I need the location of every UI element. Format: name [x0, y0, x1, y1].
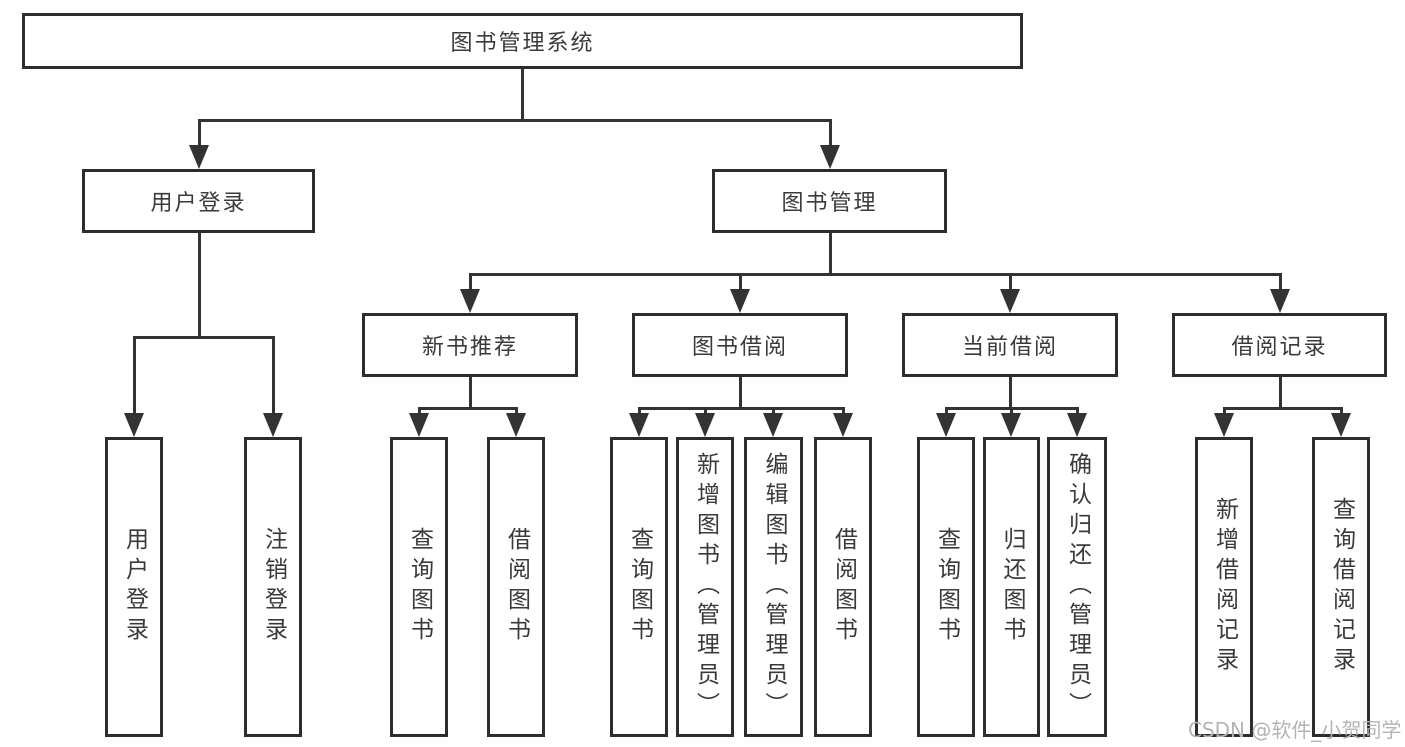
- connector-vertical-line: [1008, 377, 1012, 410]
- connector-arrow-stem: [1339, 407, 1343, 417]
- connector-vertical-line: [1278, 377, 1282, 410]
- connector-arrow-stem: [1009, 407, 1013, 417]
- node-new-book-recommendation: 新书推荐: [362, 313, 578, 377]
- connector-horizontal-line: [417, 407, 518, 410]
- leaf-borrow-books-2: 借阅图书: [814, 437, 872, 737]
- connector-vertical-line: [738, 377, 742, 410]
- connector-vertical-line: [197, 233, 201, 339]
- node-library-management-system: 图书管理系统: [22, 13, 1023, 69]
- connector-arrow-stem: [1222, 407, 1226, 417]
- leaf-add-books-admin: 新增图书（管理员）: [676, 437, 734, 737]
- leaf-query-books-2: 查询图书: [610, 437, 668, 737]
- arrow-down-icon: [936, 413, 956, 437]
- connector-arrow-stem: [514, 407, 518, 417]
- arrow-down-icon: [1000, 289, 1020, 313]
- arrow-down-icon: [1001, 413, 1021, 437]
- node-book-borrowing: 图书借阅: [632, 313, 848, 377]
- leaf-user-login: 用户登录: [105, 437, 163, 737]
- connector-arrow-stem: [132, 336, 136, 417]
- leaf-return-books: 归还图书: [983, 437, 1040, 737]
- csdn-watermark: CSDN @软件_小贺同学: [1188, 718, 1402, 742]
- arrow-down-icon: [833, 413, 853, 437]
- connector-arrow-stem: [944, 407, 948, 417]
- arrow-down-icon: [1270, 289, 1290, 313]
- connector-vertical-line: [520, 69, 524, 122]
- connector-arrow-stem: [637, 407, 641, 417]
- node-current-borrowing: 当前借阅: [902, 313, 1118, 377]
- arrow-down-icon: [820, 145, 840, 169]
- arrow-down-icon: [730, 289, 750, 313]
- arrow-down-icon: [409, 413, 429, 437]
- connector-vertical-line: [468, 377, 472, 410]
- connector-vertical-line: [828, 233, 832, 276]
- connector-horizontal-line: [637, 407, 845, 410]
- arrow-down-icon: [506, 413, 526, 437]
- connector-horizontal-line: [1222, 407, 1343, 410]
- leaf-query-books-1: 查询图书: [390, 437, 448, 737]
- connector-arrow-stem: [1075, 407, 1079, 417]
- arrow-down-icon: [629, 413, 649, 437]
- connector-arrow-stem: [417, 407, 421, 417]
- arrow-down-icon: [1067, 413, 1087, 437]
- arrow-down-icon: [763, 413, 783, 437]
- arrow-down-icon: [124, 413, 144, 437]
- arrow-down-icon: [263, 413, 283, 437]
- arrow-down-icon: [1331, 413, 1351, 437]
- connector-arrow-stem: [1008, 273, 1012, 293]
- arrow-down-icon: [1214, 413, 1234, 437]
- connector-horizontal-line: [197, 119, 832, 122]
- connector-arrow-stem: [738, 273, 742, 293]
- arrow-down-icon: [189, 145, 209, 169]
- leaf-edit-books-admin: 编辑图书（管理员）: [744, 437, 803, 737]
- connector-arrow-stem: [771, 407, 775, 417]
- connector-horizontal-line: [468, 273, 1282, 276]
- connector-arrow-stem: [197, 119, 201, 149]
- node-book-management: 图书管理: [712, 169, 947, 233]
- connector-arrow-stem: [468, 273, 472, 293]
- leaf-add-borrow-record: 新增借阅记录: [1195, 437, 1253, 737]
- connector-horizontal-line: [132, 336, 275, 339]
- arrow-down-icon: [460, 289, 480, 313]
- node-borrowing-records: 借阅记录: [1172, 313, 1387, 377]
- connector-arrow-stem: [828, 119, 832, 149]
- leaf-query-borrow-record: 查询借阅记录: [1312, 437, 1370, 737]
- arrow-down-icon: [695, 413, 715, 437]
- leaf-query-books-3: 查询图书: [917, 437, 975, 737]
- connector-arrow-stem: [841, 407, 845, 417]
- connector-arrow-stem: [703, 407, 707, 417]
- connector-arrow-stem: [1278, 273, 1282, 293]
- leaf-logout: 注销登录: [244, 437, 302, 737]
- leaf-confirm-return-admin: 确认归还（管理员）: [1047, 437, 1107, 737]
- node-user-login: 用户登录: [82, 169, 315, 233]
- connector-arrow-stem: [271, 336, 275, 417]
- leaf-borrow-books-1: 借阅图书: [487, 437, 545, 737]
